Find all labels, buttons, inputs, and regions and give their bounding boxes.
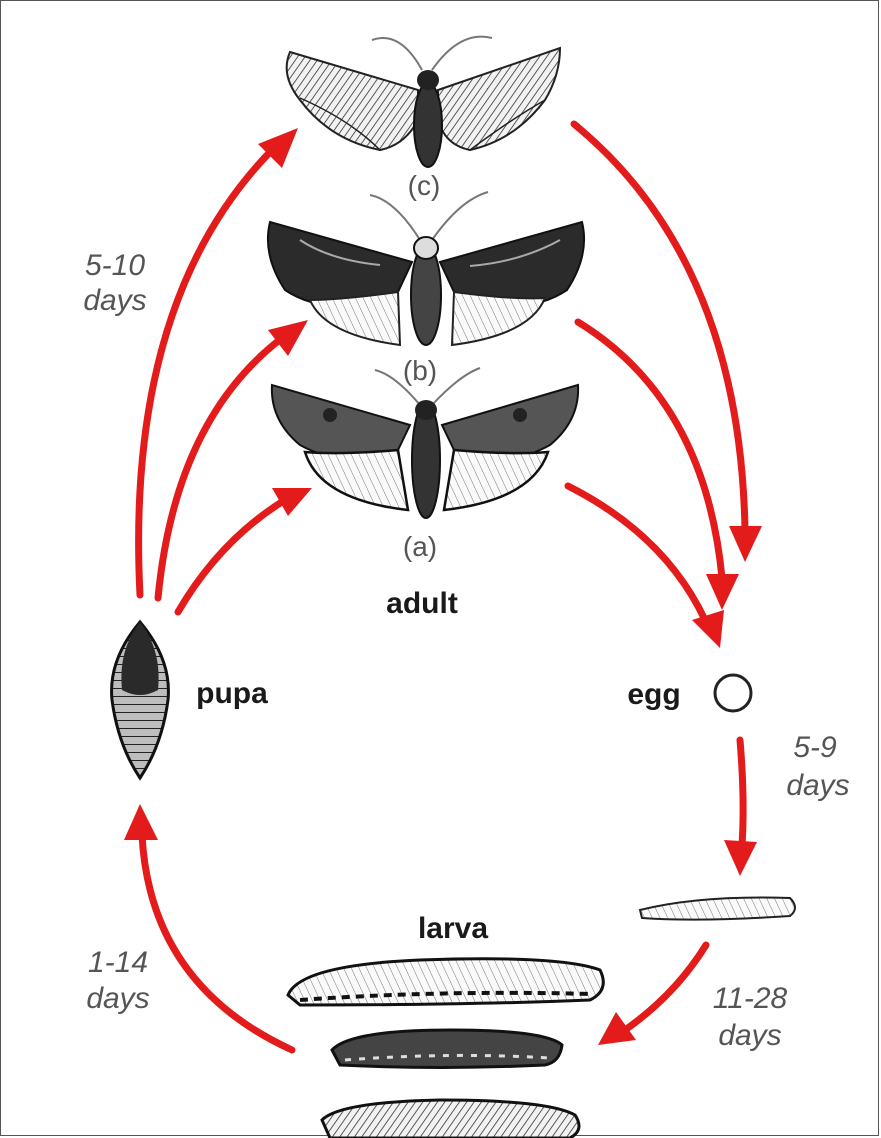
moth-illustration-b <box>268 192 584 345</box>
duration-larva-growth-range: 11-28 <box>713 982 788 1015</box>
arrow-pupa-to-adult-b <box>158 320 308 598</box>
larva-illustration-small <box>640 898 795 920</box>
moth-illustration-a <box>272 368 578 518</box>
duration-egg-to-larva-range: 5-9 <box>793 731 837 764</box>
stage-label-adult: adult <box>386 587 458 620</box>
arrow-adult-b-to-egg <box>578 322 739 610</box>
pupa-illustration <box>112 622 169 778</box>
adult-variant-label-a: (a) <box>403 531 437 562</box>
adult-variant-label-c: (c) <box>408 170 441 201</box>
arrow-adult-a-to-egg <box>568 486 724 648</box>
stage-label-pupa: pupa <box>196 677 268 710</box>
duration-larva-growth-unit: days <box>718 1019 781 1052</box>
moth-illustration-c <box>287 37 560 167</box>
duration-pupa-to-adult-range: 5-10 <box>85 249 145 282</box>
larva-illustration-2 <box>332 1030 562 1068</box>
adult-variant-label-b: (b) <box>403 355 437 386</box>
arrow-adult-c-to-egg <box>574 124 762 562</box>
stage-label-larva: larva <box>418 912 488 945</box>
larva-illustration-1 <box>288 959 603 1005</box>
duration-larva-to-pupa-unit: days <box>86 982 149 1015</box>
arrow-pupa-to-adult-a <box>178 488 312 612</box>
stage-label-egg: egg <box>627 678 680 711</box>
arrow-pupa-to-adult-c <box>139 128 298 595</box>
larva-illustration-3 <box>322 1100 579 1138</box>
arrow-larva-growth <box>598 945 706 1045</box>
duration-egg-to-larva-unit: days <box>786 769 849 802</box>
egg-illustration <box>715 675 751 711</box>
duration-pupa-to-adult-unit: days <box>83 284 146 317</box>
arrow-egg-to-larva <box>724 740 757 876</box>
duration-larva-to-pupa-range: 1-14 <box>88 946 148 979</box>
